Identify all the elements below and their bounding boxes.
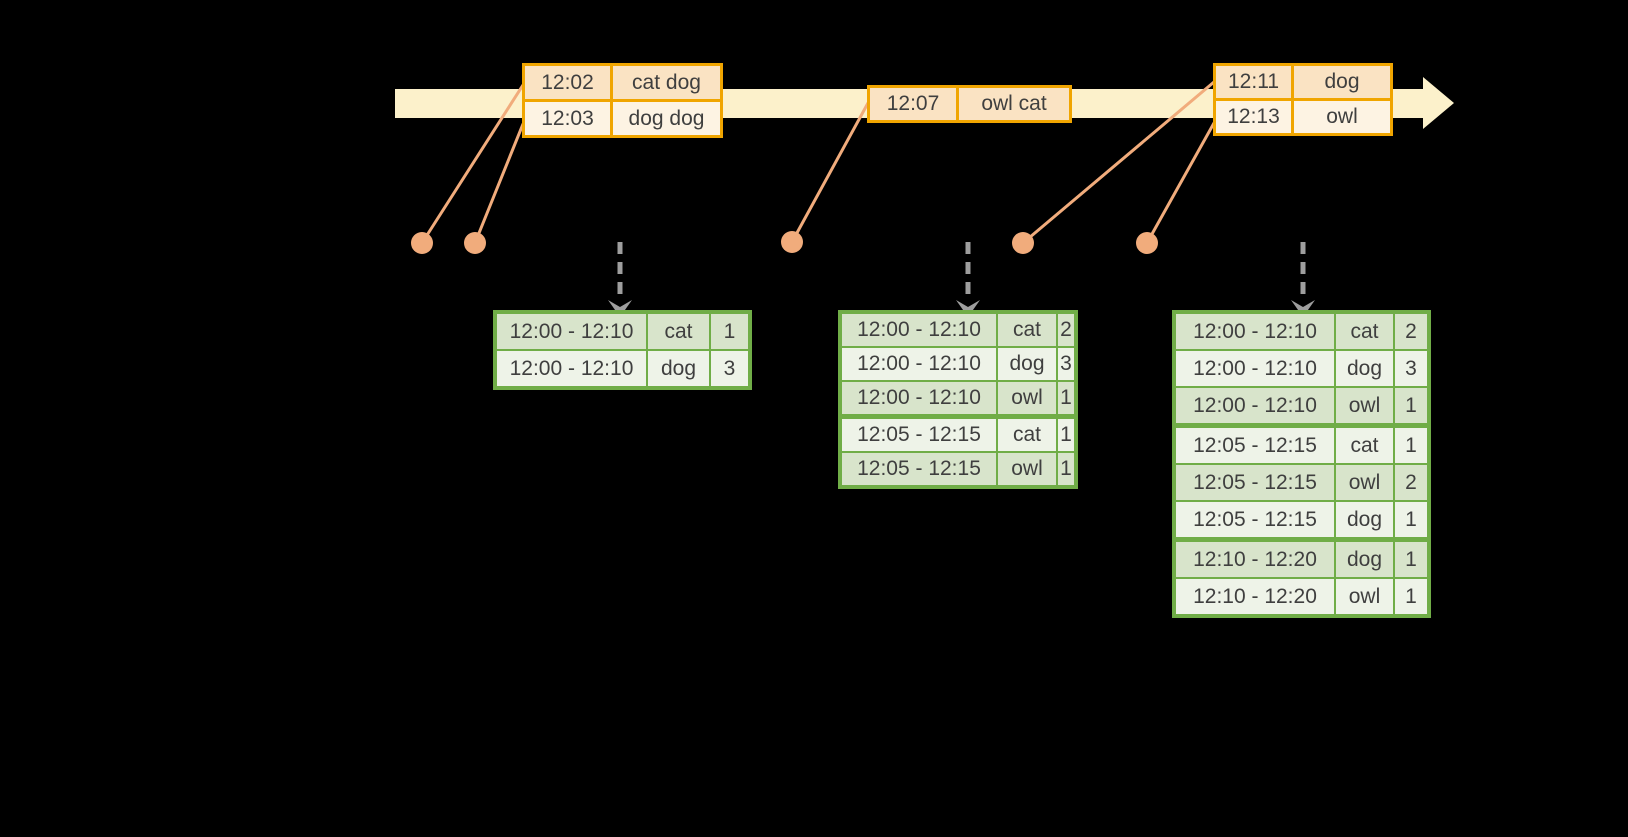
table-cell: dog bbox=[996, 346, 1058, 382]
table-cell: owl cat bbox=[956, 85, 1072, 123]
table-cell: owl bbox=[1334, 577, 1395, 617]
event-connector-line bbox=[1145, 121, 1216, 245]
table-cell: 12:00 - 12:10 bbox=[839, 311, 998, 348]
table-cell: 1 bbox=[1393, 500, 1430, 541]
table-cell: dog bbox=[1334, 349, 1395, 388]
table-cell: 2 bbox=[1393, 463, 1430, 502]
table-cell: 12:05 - 12:15 bbox=[1173, 500, 1336, 541]
table-cell: 1 bbox=[1056, 451, 1077, 488]
event-connector-line bbox=[420, 83, 525, 245]
event-dot-icon bbox=[1012, 232, 1034, 254]
table-cell: cat bbox=[996, 311, 1058, 348]
table-cell: dog bbox=[1334, 500, 1395, 541]
table-cell: cat dog bbox=[610, 63, 723, 102]
table-cell: 12:00 - 12:10 bbox=[839, 380, 998, 418]
table-cell: 12:00 - 12:10 bbox=[494, 311, 648, 351]
event-dot-icon bbox=[1136, 232, 1158, 254]
event-dot-icon bbox=[781, 231, 803, 253]
table-cell: dog bbox=[1291, 63, 1393, 101]
table-cell: 12:03 bbox=[522, 99, 613, 138]
table-cell: 3 bbox=[1393, 349, 1430, 388]
table-cell: 12:02 bbox=[522, 63, 613, 102]
table-cell: 12:05 - 12:15 bbox=[839, 451, 998, 488]
table-cell: 1 bbox=[1393, 577, 1430, 617]
trigger-arrow-icon bbox=[608, 242, 632, 317]
trigger-arrow-icon bbox=[1291, 242, 1315, 317]
table-cell: cat bbox=[1334, 311, 1395, 351]
event-connector-line bbox=[1021, 80, 1216, 245]
table-cell: 12:00 - 12:10 bbox=[494, 349, 648, 389]
timeline-arrowhead-icon bbox=[1423, 77, 1454, 129]
table-cell: 12:00 - 12:10 bbox=[1173, 311, 1336, 351]
table-cell: 1 bbox=[709, 311, 751, 351]
table-cell: 2 bbox=[1056, 311, 1077, 348]
table-cell: cat bbox=[996, 414, 1058, 453]
table-cell: 12:00 - 12:10 bbox=[1173, 386, 1336, 427]
event-connector-line bbox=[790, 101, 870, 244]
table-cell: owl bbox=[996, 380, 1058, 418]
table-cell: 12:10 - 12:20 bbox=[1173, 577, 1336, 617]
table-cell: owl bbox=[1291, 98, 1393, 136]
table-cell: 12:00 - 12:10 bbox=[1173, 349, 1336, 388]
table-cell: 1 bbox=[1056, 414, 1077, 453]
table-cell: cat bbox=[1334, 423, 1395, 465]
table-cell: cat bbox=[646, 311, 711, 351]
event-dot-icon bbox=[411, 232, 433, 254]
table-cell: 3 bbox=[709, 349, 751, 389]
table-cell: 12:05 - 12:15 bbox=[1173, 463, 1336, 502]
trigger-arrow-icon bbox=[956, 242, 980, 317]
table-cell: 1 bbox=[1393, 386, 1430, 427]
table-cell: dog bbox=[646, 349, 711, 389]
table-cell: 12:11 bbox=[1213, 63, 1294, 101]
table-cell: 12:13 bbox=[1213, 98, 1294, 136]
table-cell: 1 bbox=[1056, 380, 1077, 418]
table-cell: dog dog bbox=[610, 99, 723, 138]
table-cell: 2 bbox=[1393, 311, 1430, 351]
table-cell: 12:07 bbox=[867, 85, 959, 123]
table-cell: owl bbox=[1334, 463, 1395, 502]
table-cell: owl bbox=[996, 451, 1058, 488]
table-cell: owl bbox=[1334, 386, 1395, 427]
table-cell: 12:05 - 12:15 bbox=[1173, 423, 1336, 465]
table-cell: 12:00 - 12:10 bbox=[839, 346, 998, 382]
table-cell: 1 bbox=[1393, 423, 1430, 465]
table-cell: 3 bbox=[1056, 346, 1077, 382]
table-cell: 12:10 - 12:20 bbox=[1173, 537, 1336, 579]
table-cell: 1 bbox=[1393, 537, 1430, 579]
event-dot-icon bbox=[464, 232, 486, 254]
table-cell: 12:05 - 12:15 bbox=[839, 414, 998, 453]
event-connector-line bbox=[473, 122, 525, 245]
table-cell: dog bbox=[1334, 537, 1395, 579]
